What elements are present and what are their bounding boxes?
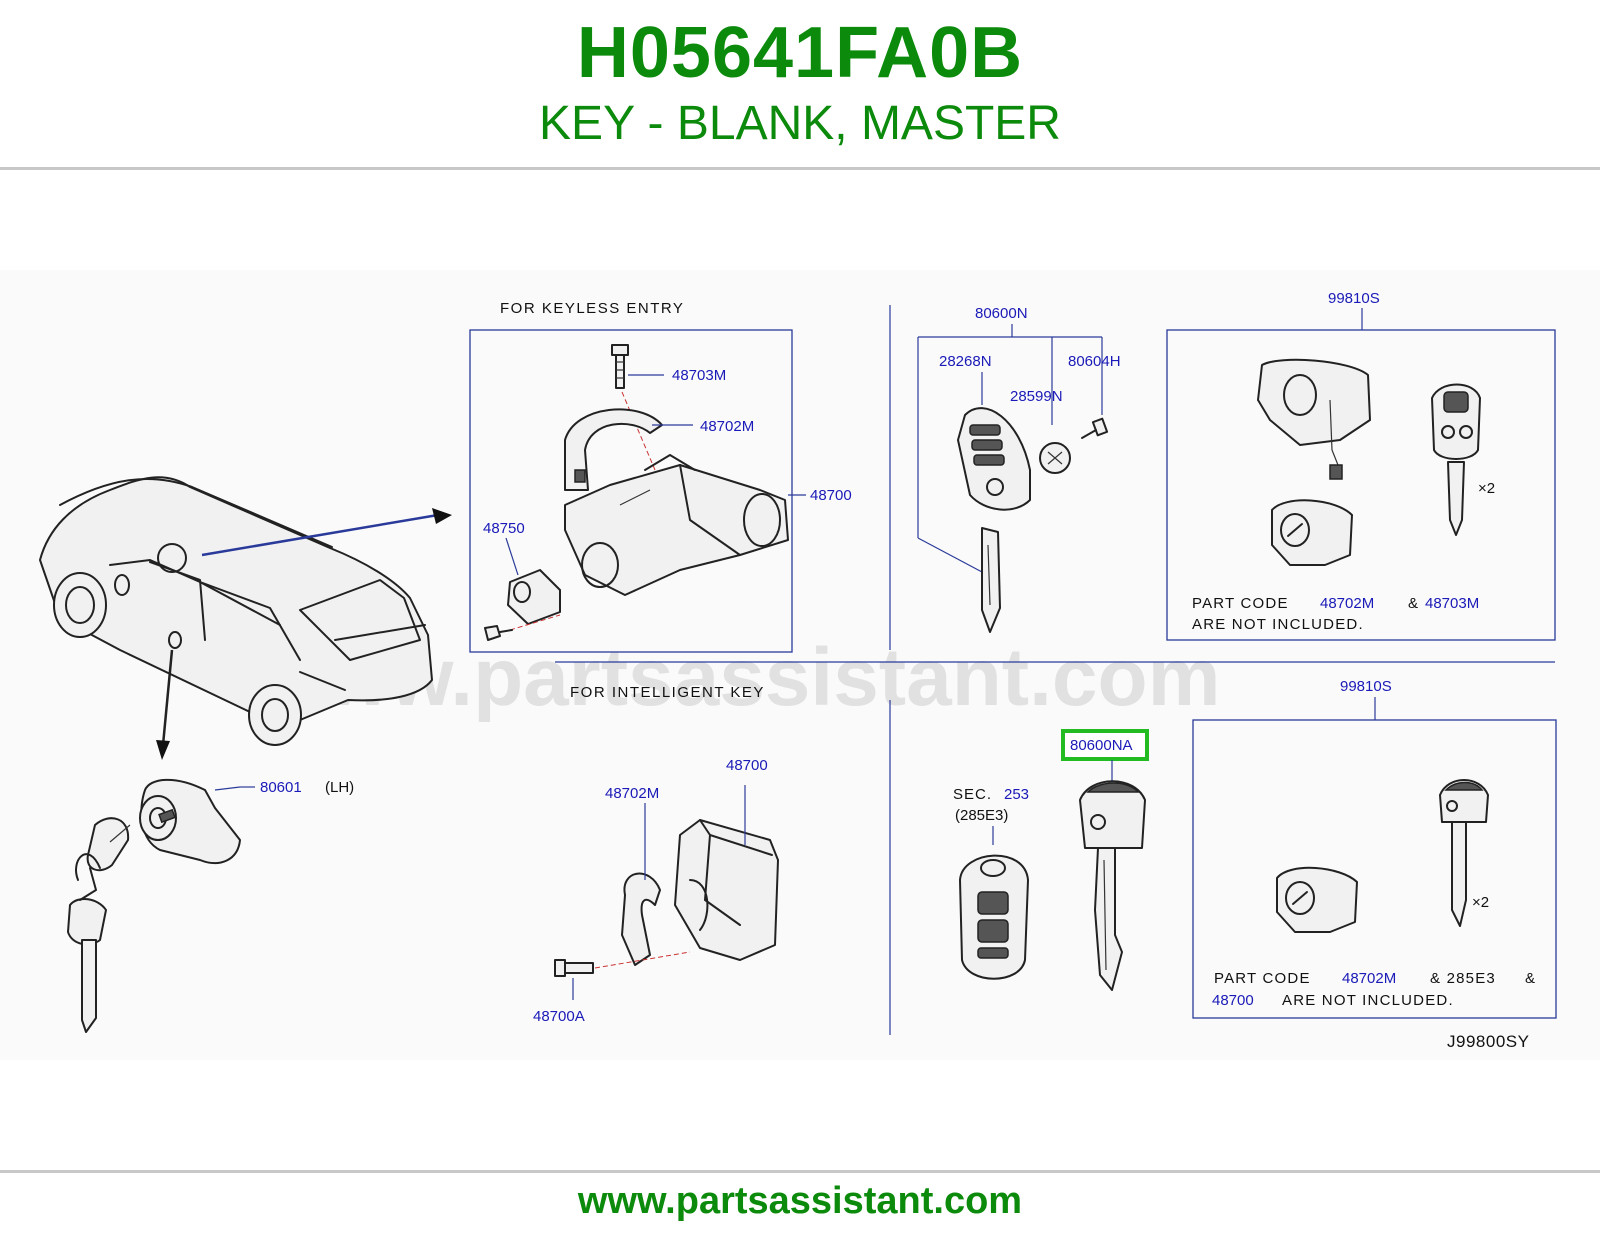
- keyless-ignition-assembly: [484, 344, 789, 641]
- header-divider: [0, 167, 1600, 170]
- kit-bottom-box: [1192, 719, 1557, 1019]
- label-kit-top-code: 99810S: [1328, 290, 1380, 307]
- kit-bottom-note-mid: & 285E3: [1430, 970, 1496, 987]
- label-80601: 80601: [260, 779, 302, 796]
- door-lock-assembly: [67, 778, 241, 1033]
- diagram-id: J99800SY: [1447, 1032, 1529, 1051]
- footer-url[interactable]: www.partsassistant.com: [577, 1180, 1023, 1222]
- label-48700-keyless: 48700: [810, 487, 852, 504]
- label-kit-bottom-qty: ×2: [1472, 894, 1489, 911]
- part-name-subtitle: KEY - BLANK, MASTER: [539, 97, 1061, 150]
- arrow-to-ignition: [201, 513, 439, 557]
- intelligent-section-title: FOR INTELLIGENT KEY: [570, 684, 765, 701]
- label-80604h: 80604H: [1068, 353, 1121, 370]
- label-48750: 48750: [483, 520, 525, 537]
- label-sec-code: 253: [1004, 786, 1029, 803]
- label-sec-sub: (285E3): [955, 807, 1008, 824]
- label-lh: (LH): [325, 779, 354, 796]
- label-48703m: 48703M: [672, 367, 726, 384]
- intelligent-fob: [959, 854, 1029, 980]
- keyless-remote-parts: [957, 407, 1109, 633]
- footer-divider: [0, 1170, 1600, 1173]
- kit-top-note-code1: 48702M: [1320, 595, 1374, 612]
- label-48700a: 48700A: [533, 1008, 585, 1025]
- arrow-head-ignition: [432, 508, 452, 524]
- keyless-section-title: FOR KEYLESS ENTRY: [500, 300, 684, 317]
- leader-48750: [505, 537, 519, 576]
- intelligent-ignition-assembly: [554, 819, 779, 977]
- vehicle-illustration: [39, 476, 433, 746]
- kit-top-parts: [1257, 358, 1481, 566]
- kit-bottom-note-code2: 48700: [1212, 992, 1254, 1009]
- label-48702m: 48702M: [700, 418, 754, 435]
- part-number-title: H05641FA0B: [576, 13, 1024, 93]
- kit-top-note-amp: &: [1408, 595, 1419, 612]
- kit-top-box: [1166, 329, 1556, 641]
- label-80600na[interactable]: 80600NA: [1070, 737, 1133, 754]
- kit-bottom-note-amp: &: [1525, 970, 1536, 987]
- kit-bottom-note-not-included: ARE NOT INCLUDED.: [1282, 992, 1454, 1009]
- label-sec-prefix: SEC.: [953, 786, 992, 803]
- kit-bottom-parts: [1276, 779, 1489, 933]
- label-28599n: 28599N: [1010, 388, 1063, 405]
- page-header: H05641FA0B KEY - BLANK, MASTER: [0, 0, 1600, 170]
- kit-bottom-note-code1: 48702M: [1342, 970, 1396, 987]
- kit-top-note-not-included: ARE NOT INCLUDED.: [1192, 616, 1364, 633]
- kit-top-note-code2: 48703M: [1425, 595, 1479, 612]
- kit-bottom-note-part-code: PART CODE: [1214, 970, 1311, 987]
- highlight-80600na[interactable]: [1061, 729, 1149, 761]
- label-48700-intelligent: 48700: [726, 757, 768, 774]
- leader-80601: [214, 786, 241, 791]
- label-80600n: 80600N: [975, 305, 1028, 322]
- label-kit-top-qty: ×2: [1478, 480, 1495, 497]
- keyless-parts-box: [469, 329, 793, 653]
- leader-80600n-blade: [917, 537, 983, 573]
- master-key-blank: [1079, 780, 1146, 991]
- label-kit-bottom-code: 99810S: [1340, 678, 1392, 695]
- label-28268n: 28268N: [939, 353, 992, 370]
- arrow-head-door-lock: [156, 740, 170, 760]
- arrow-to-door-lock: [161, 649, 174, 746]
- label-48702m-intelligent: 48702M: [605, 785, 659, 802]
- kit-top-note-part-code: PART CODE: [1192, 595, 1289, 612]
